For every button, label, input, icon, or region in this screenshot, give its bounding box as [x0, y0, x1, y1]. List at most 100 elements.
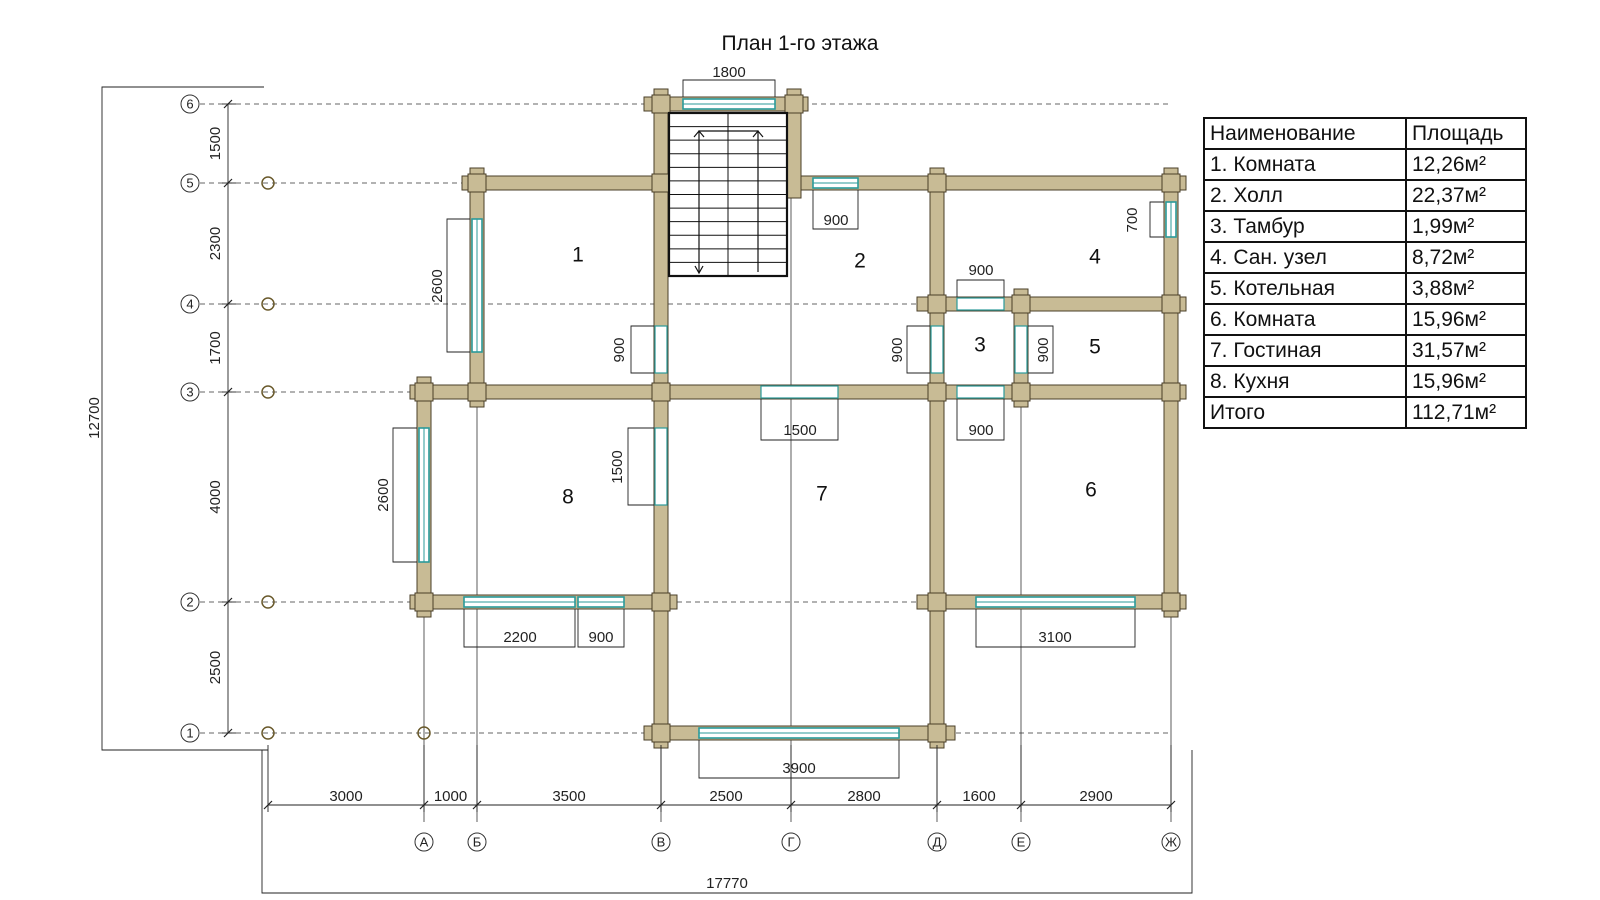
dimension-line [463, 609, 576, 648]
dimension-tick [223, 597, 233, 607]
dimension-label: 900 [1035, 337, 1052, 362]
axis-marker [261, 595, 275, 609]
door-opening [654, 427, 668, 506]
dimension-label: 900 [588, 629, 613, 646]
room-name-cell: 5. Котельная [1203, 272, 1407, 305]
dimension-line [627, 427, 654, 506]
stair-arrow-head [693, 130, 705, 138]
axis-bubble-row [180, 294, 200, 314]
dimension-label: 1700 [207, 331, 224, 364]
room-area-cell: 15,96м² [1405, 303, 1527, 336]
dimension-line [1149, 201, 1164, 238]
axis-label-column: В [657, 834, 666, 849]
stair-arrow-head [694, 265, 704, 275]
room-number-label: 4 [1089, 246, 1101, 269]
room-name-cell: 4. Сан. узел [1203, 241, 1407, 274]
axis-bubble-column [927, 832, 947, 852]
log-corner [651, 723, 671, 743]
log-corner [414, 592, 434, 612]
openings [418, 98, 1177, 739]
room-name-cell: 6. Комната [1203, 303, 1407, 336]
axis-label-column: Ж [1165, 834, 1177, 849]
dimension-label: 2200 [503, 629, 536, 646]
log-corner [467, 382, 487, 402]
room-number-label: 7 [816, 483, 828, 506]
log-corner [1161, 592, 1181, 612]
dimension-label: 900 [968, 422, 993, 439]
dimension-line [392, 427, 417, 563]
staircase [667, 111, 789, 278]
dimension-tick [1166, 800, 1176, 810]
dimension-line [760, 399, 839, 441]
dimension-tick [223, 299, 233, 309]
axis-label-row: 4 [186, 296, 193, 311]
dimension-line [812, 190, 859, 230]
axis-bubble-column [781, 832, 801, 852]
log-corner [651, 94, 671, 114]
dimension-tick [223, 178, 233, 188]
log-corner [927, 173, 947, 193]
door-opening [930, 325, 944, 374]
plan-title: План 1-го этажа [721, 32, 879, 55]
log-corner [927, 382, 947, 402]
axis-bubble-column [467, 832, 487, 852]
dimension-tick [656, 800, 666, 810]
room-number-label: 6 [1085, 479, 1097, 502]
room-number-label: 2 [854, 250, 866, 273]
dimension-tick [419, 800, 429, 810]
dimension-line [446, 218, 470, 353]
axis-marker [417, 726, 431, 740]
dimension-label: 2500 [207, 651, 224, 684]
header-area-cell: Площадь [1405, 117, 1527, 150]
log-corner [927, 723, 947, 743]
axis-label-column: А [420, 834, 429, 849]
overall-height-dimension [101, 86, 268, 751]
axis-marker [261, 176, 275, 190]
dimension-label: 3000 [329, 788, 362, 805]
room-number-label: 8 [562, 486, 574, 509]
room-area-cell: 1,99м² [1405, 210, 1527, 243]
dimension-label: 12700 [86, 397, 103, 439]
dimension-line [630, 325, 654, 374]
dimension-label: 1800 [712, 64, 745, 81]
dimension-tick [223, 99, 233, 109]
axis-bubble-column [651, 832, 671, 852]
axis-bubble-column [1161, 832, 1181, 852]
dimension-label: 17770 [706, 875, 748, 892]
axis-label-row: 3 [186, 384, 193, 399]
room-number-label: 5 [1089, 336, 1101, 359]
log-corner [1011, 294, 1031, 314]
log-corner [467, 173, 487, 193]
dimension-label: 3100 [1038, 629, 1071, 646]
dimension-label: 4000 [207, 480, 224, 513]
room-area-cell: 12,26м² [1405, 148, 1527, 181]
dimension-label: 900 [611, 337, 628, 362]
dimension-label: 2500 [709, 788, 742, 805]
door-opening [760, 385, 839, 399]
log-corner [1161, 382, 1181, 402]
room-name-cell: 3. Тамбур [1203, 210, 1407, 243]
dimension-tick [932, 800, 942, 810]
stair-path [698, 130, 759, 272]
log-corner [1011, 382, 1031, 402]
axis-bubble-column [1011, 832, 1031, 852]
axis-bubble-row [180, 173, 200, 193]
door-opening [654, 325, 668, 374]
log-corner [414, 382, 434, 402]
dimension-label: 700 [1124, 207, 1141, 232]
dimension-tick [786, 800, 796, 810]
axis-marker [261, 297, 275, 311]
axis-label-row: 1 [186, 725, 193, 740]
dimension-label: 1500 [207, 127, 224, 160]
room-area-cell: 31,57м² [1405, 334, 1527, 367]
dimension-label: 2900 [1079, 788, 1112, 805]
log-corner [651, 382, 671, 402]
axis-bubble-row [180, 592, 200, 612]
